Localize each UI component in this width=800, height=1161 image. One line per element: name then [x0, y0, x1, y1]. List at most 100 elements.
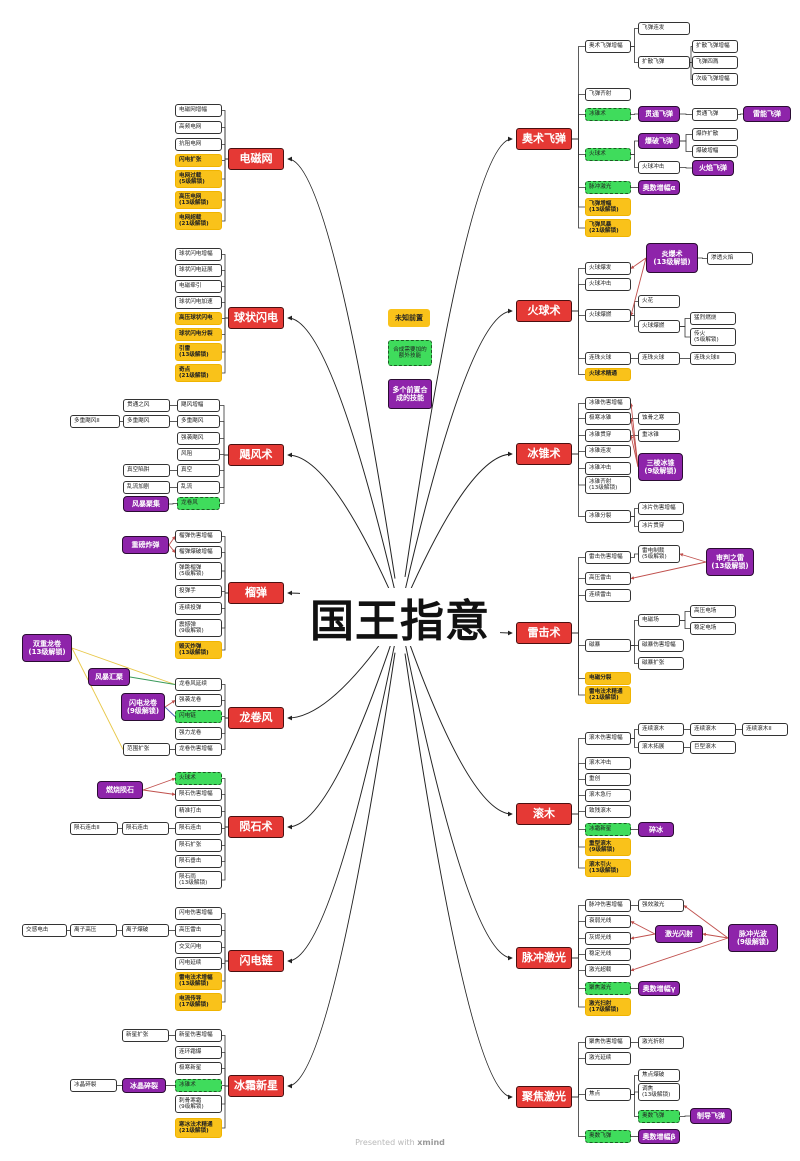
skill-node[interactable]: 滚木拓展: [638, 741, 684, 754]
skill-node[interactable]: 脉冲激光: [585, 181, 631, 194]
skill-node[interactable]: 多重飓风: [177, 415, 220, 428]
skill-node[interactable]: 飞弹风暴 (21级解锁): [585, 219, 631, 237]
combo-skill-node[interactable]: 制导飞弹: [690, 1108, 732, 1124]
skill-node[interactable]: 连续雷击: [585, 589, 631, 602]
skill-node[interactable]: 连续滚木: [638, 723, 684, 736]
combo-skill-node[interactable]: 审判之雷 (13级解锁): [706, 548, 754, 576]
skill-node[interactable]: 陨石雨 (13级解锁): [175, 871, 222, 889]
skill-node[interactable]: 电网超载 (21级解锁): [175, 212, 222, 230]
skill-node[interactable]: 衰弱光线: [585, 915, 631, 928]
skill-node[interactable]: 高频电网: [175, 121, 222, 134]
skill-node[interactable]: 乱流: [177, 481, 220, 494]
skill-node[interactable]: 球状闪电延展: [175, 264, 222, 277]
skill-node[interactable]: 冰锥贯穿: [585, 429, 631, 442]
skill-node[interactable]: 火球爆燃: [585, 309, 631, 322]
skill-node[interactable]: 冰霜新星: [585, 823, 631, 836]
skill-node[interactable]: 离子爆破: [122, 924, 169, 937]
skill-node[interactable]: 高压雷击: [585, 572, 631, 585]
skill-node[interactable]: 冰锥伤害增幅: [585, 397, 631, 410]
skill-node[interactable]: 滚木冲击: [585, 757, 631, 770]
skill-node[interactable]: 火球爆发: [585, 262, 631, 275]
skill-node[interactable]: 多重飓风: [123, 415, 170, 428]
combo-skill-node[interactable]: 奥数增幅γ: [638, 981, 680, 996]
skill-node[interactable]: 火球爆燃: [638, 320, 680, 333]
skill-node[interactable]: 极寒新星: [175, 1062, 222, 1075]
skill-node[interactable]: 聚焦激光: [585, 982, 631, 995]
skill-node[interactable]: 陨石连击II: [70, 822, 118, 835]
skill-node[interactable]: 冰锥齐射 (13级解锁): [585, 476, 631, 494]
skill-node[interactable]: 新星伤害增幅: [175, 1029, 222, 1042]
skill-node[interactable]: 脉冲伤害增幅: [585, 899, 631, 912]
skill-node[interactable]: 焦点: [585, 1088, 631, 1101]
skill-node[interactable]: 电磁牵引: [175, 280, 222, 293]
skill-node[interactable]: 风阻: [177, 448, 220, 461]
skill-node[interactable]: 灰烬光线: [585, 932, 631, 945]
skill-node[interactable]: 爆炸扩散: [692, 128, 738, 141]
skill-node[interactable]: 引雷 (13级解锁): [175, 343, 222, 361]
skill-node[interactable]: 激光超载: [585, 964, 631, 977]
skill-node[interactable]: 榴弹爆破增幅: [175, 546, 222, 559]
skill-node[interactable]: 扩散飞弹增幅: [692, 40, 738, 53]
branch-topic[interactable]: 奥术飞弹: [516, 128, 572, 150]
skill-node[interactable]: 闪电扩张: [175, 154, 222, 167]
branch-topic[interactable]: 脉冲激光: [516, 947, 572, 969]
skill-node[interactable]: 交感电击: [22, 924, 67, 937]
skill-node[interactable]: 龙卷风: [177, 497, 220, 510]
skill-node[interactable]: 火球冲击: [585, 278, 631, 291]
skill-node[interactable]: 猛烈燃烧: [690, 312, 736, 325]
skill-node[interactable]: 奇点 (21级解锁): [175, 364, 222, 382]
branch-topic[interactable]: 陨石术: [228, 816, 284, 838]
skill-node[interactable]: 调焦 (13级解锁): [638, 1083, 680, 1101]
skill-node[interactable]: 冰锥连发: [585, 445, 631, 458]
skill-node[interactable]: 次级飞弹增幅: [692, 73, 738, 86]
skill-node[interactable]: 电磁网增幅: [175, 104, 222, 117]
branch-topic[interactable]: 龙卷风: [228, 707, 284, 729]
skill-node[interactable]: 飞弹连发: [638, 22, 690, 35]
skill-node[interactable]: 精准打击: [175, 805, 222, 818]
skill-node[interactable]: 磁暴伤害增幅: [638, 639, 684, 652]
skill-node[interactable]: 冰锥分裂: [585, 510, 631, 523]
skill-node[interactable]: 激光延续: [585, 1052, 631, 1065]
skill-node[interactable]: 火球术精通: [585, 368, 631, 381]
skill-node[interactable]: 巨型滚木: [690, 741, 736, 754]
skill-node[interactable]: 飞弹齐射: [585, 88, 631, 101]
skill-node[interactable]: 蚀骨之寒: [638, 412, 680, 425]
combo-skill-node[interactable]: 冰晶碎裂: [122, 1078, 166, 1093]
skill-node[interactable]: 离子高压: [70, 924, 117, 937]
branch-topic[interactable]: 闪电链: [228, 950, 284, 972]
skill-node[interactable]: 磁暴扩张: [638, 657, 684, 670]
skill-node[interactable]: 球状闪电加速: [175, 296, 222, 309]
skill-node[interactable]: 火球术: [175, 772, 222, 785]
skill-node[interactable]: 强力龙卷: [175, 727, 222, 740]
skill-node[interactable]: 高压球状闪电: [175, 312, 222, 325]
skill-node[interactable]: 电网过载 (5级解锁): [175, 170, 222, 188]
branch-topic[interactable]: 滚木: [516, 803, 572, 825]
skill-node[interactable]: 激光折射: [638, 1036, 684, 1049]
skill-node[interactable]: 高压电场: [690, 605, 736, 618]
skill-node[interactable]: 冰锥术: [175, 1079, 222, 1092]
skill-node[interactable]: 冰锥冲击: [585, 462, 631, 475]
skill-node[interactable]: 新星扩张: [122, 1029, 169, 1042]
skill-node[interactable]: 重创: [585, 773, 631, 786]
combo-skill-node[interactable]: 闪电龙卷 (9级解锁): [121, 693, 165, 721]
skill-node[interactable]: 榴弹伤害增幅: [175, 530, 222, 543]
skill-node[interactable]: 连续滚木: [690, 723, 736, 736]
combo-skill-node[interactable]: 雷能飞弹: [743, 106, 791, 122]
skill-node[interactable]: 抗阻电网: [175, 138, 222, 151]
skill-node[interactable]: 飞弹增幅 (13级解锁): [585, 198, 631, 216]
skill-node[interactable]: 强袭龙卷: [175, 694, 222, 707]
skill-node[interactable]: 连珠火球II: [690, 352, 736, 365]
skill-node[interactable]: 龙卷伤害增幅: [175, 743, 222, 756]
skill-node[interactable]: 高压电网 (13级解锁): [175, 191, 222, 209]
combo-skill-node[interactable]: 贯通飞弹: [638, 106, 680, 122]
skill-node[interactable]: 重型滚木 (9级解锁): [585, 838, 631, 856]
skill-node[interactable]: 焦点爆破: [638, 1069, 680, 1082]
branch-topic[interactable]: 电磁网: [228, 148, 284, 170]
skill-node[interactable]: 陨石连击: [122, 822, 169, 835]
branch-topic[interactable]: 飓风术: [228, 444, 284, 466]
skill-node[interactable]: 电流传导 (17级解锁): [175, 993, 222, 1011]
skill-node[interactable]: 强效激光: [638, 899, 684, 912]
skill-node[interactable]: 奥数飞弹: [638, 1110, 680, 1123]
skill-node[interactable]: 致残滚木: [585, 805, 631, 818]
skill-node[interactable]: 飞弹四溅: [692, 56, 738, 69]
